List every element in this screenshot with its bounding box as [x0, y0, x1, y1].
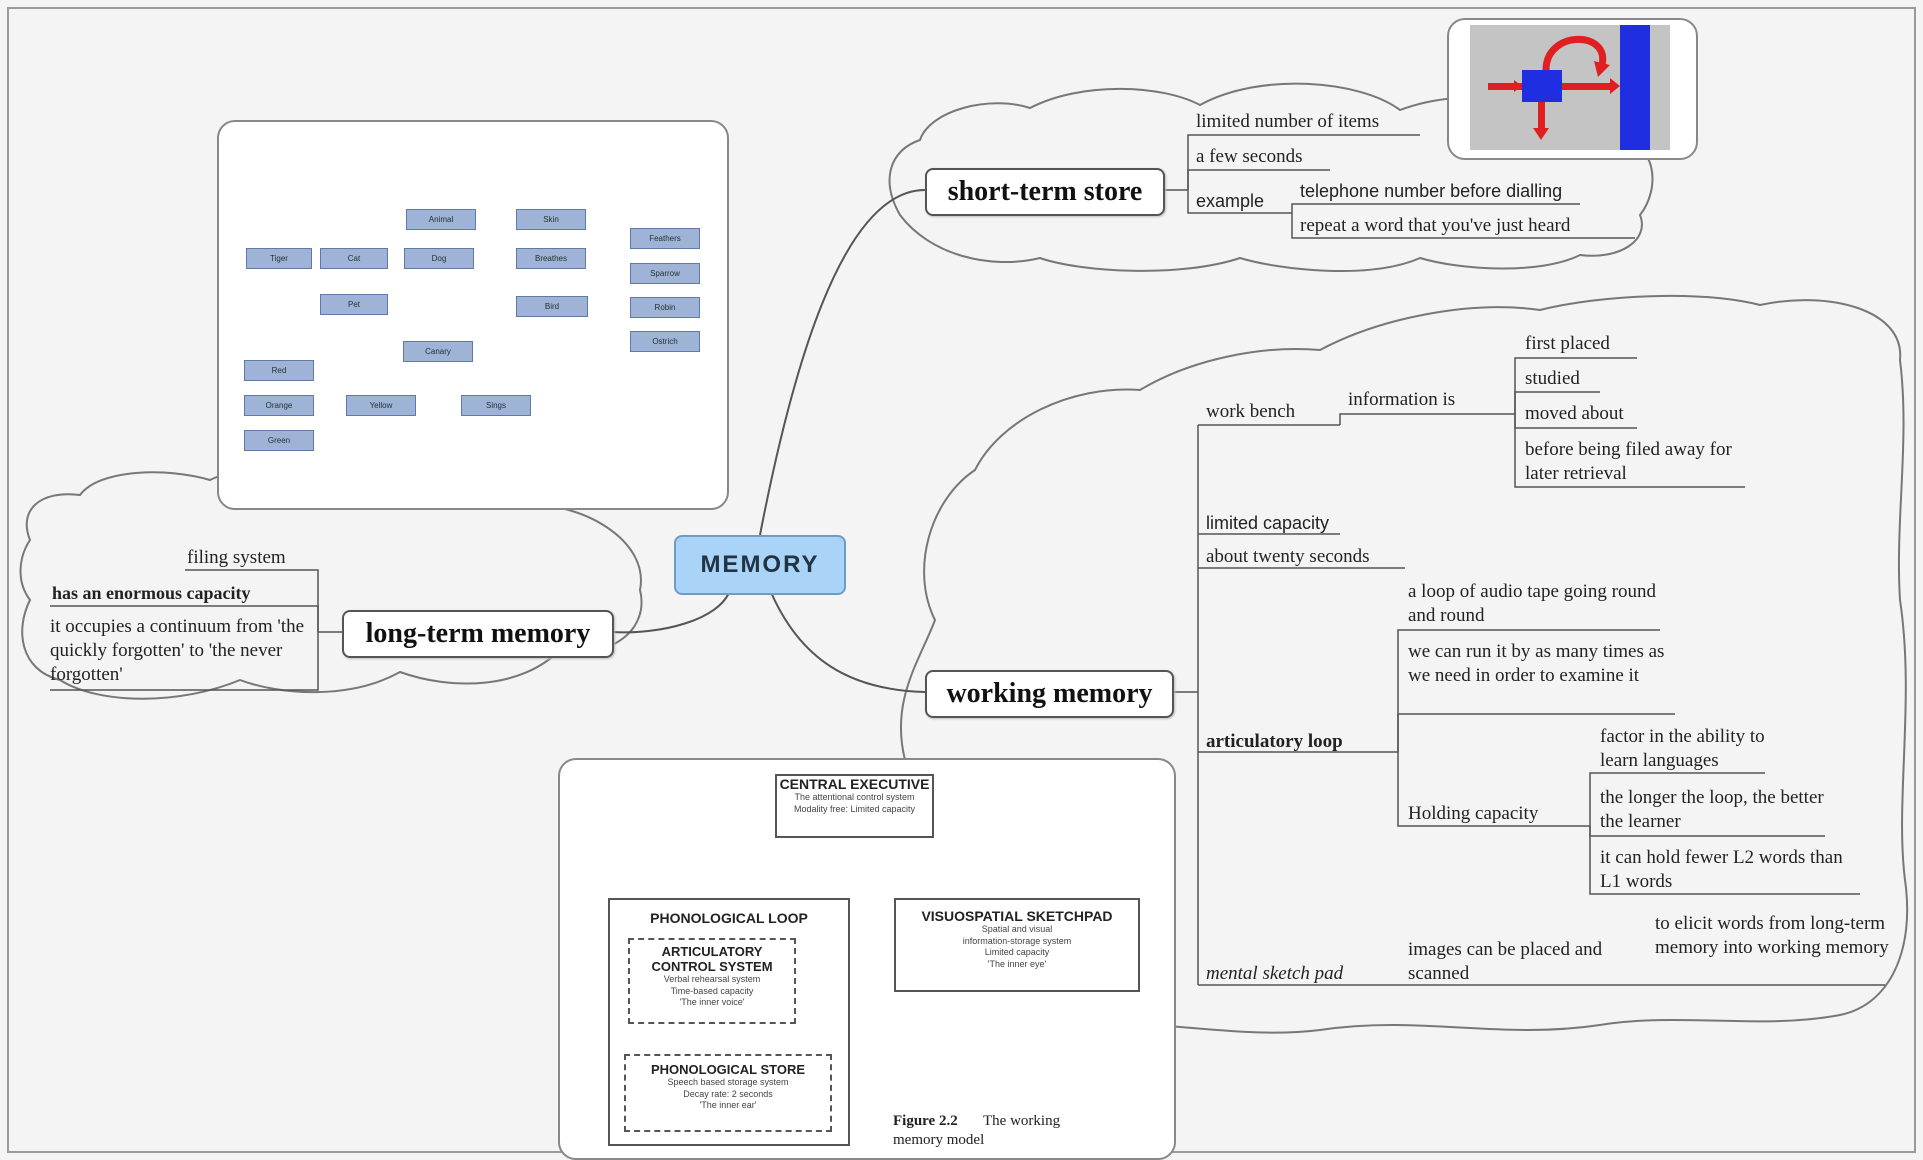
net-node-skin: Skin: [516, 209, 586, 230]
central-executive-desc-2: Modality free: Limited capacity: [793, 803, 916, 814]
visuospatial-title: VISUOSPATIAL SKETCHPAD: [921, 908, 1113, 924]
stm-example-telephone[interactable]: telephone number before dialling: [1300, 181, 1563, 201]
wm-model-phonological-store: PHONOLOGICAL STORE Speech based storage …: [624, 1054, 832, 1132]
wm-twenty-seconds[interactable]: about twenty seconds: [1206, 546, 1370, 567]
net-node-bird: Bird: [516, 296, 588, 317]
ltm-enormous-capacity[interactable]: has an enormous capacity: [52, 583, 251, 603]
stm-limited-items[interactable]: limited number of items: [1196, 111, 1380, 132]
wm-audio-tape-loop[interactable]: a loop of audio tape going round and rou…: [1408, 581, 1657, 626]
working-memory-cloud: [900, 294, 1909, 1034]
wm-fewer-l2-words[interactable]: it can hold fewer L2 words than L1 words: [1600, 847, 1843, 892]
working-memory-branches: [1172, 357, 1885, 986]
phonological-store-title: PHONOLOGICAL STORE: [650, 1062, 806, 1077]
net-node-canary: Canary: [403, 341, 473, 362]
wm-moved-about[interactable]: moved about: [1525, 403, 1624, 424]
net-node-breathes: Breathes: [516, 248, 586, 269]
wm-studied[interactable]: studied: [1525, 368, 1580, 389]
wm-limited-capacity[interactable]: limited capacity: [1206, 513, 1330, 533]
wm-mental-sketch-pad[interactable]: mental sketch pad: [1206, 963, 1344, 984]
wm-model-caption-number: Figure 2.2: [893, 1113, 958, 1129]
stm-few-seconds[interactable]: a few seconds: [1196, 146, 1303, 167]
wm-images-placed[interactable]: images can be placed and scanned: [1408, 939, 1603, 984]
connector-memory-working: [769, 589, 926, 693]
wm-model-central-executive: CENTRAL EXECUTIVE The attentional contro…: [775, 774, 934, 838]
wm-model-articulatory-control: ARTICULATORY CONTROL SYSTEM Verbal rehea…: [628, 938, 796, 1024]
net-node-green: Green: [244, 430, 314, 451]
net-node-orange: Orange: [244, 395, 314, 416]
wm-holding-capacity[interactable]: Holding capacity: [1408, 803, 1539, 824]
articulatory-control-desc-1: Verbal rehearsal system: [663, 974, 761, 984]
net-node-animal: Animal: [406, 209, 476, 230]
wm-learn-languages[interactable]: factor in the ability to learn languages: [1600, 726, 1765, 771]
wm-first-placed[interactable]: first placed: [1525, 333, 1610, 354]
ltm-filing-system[interactable]: filing system: [187, 547, 286, 568]
phonological-store-desc-1: Speech based storage system: [667, 1077, 789, 1087]
working-memory-node[interactable]: working memory: [925, 670, 1174, 718]
net-node-robin: Robin: [630, 297, 700, 318]
phonological-store-desc-2: Decay rate: 2 seconds: [683, 1088, 773, 1099]
stm-example-repeat[interactable]: repeat a word that you've just heard: [1300, 215, 1571, 236]
visuospatial-desc-4: 'The inner eye': [987, 959, 1047, 970]
long-term-memory-node[interactable]: long-term memory: [342, 610, 614, 658]
articulatory-control-desc-3: 'The inner voice': [679, 997, 745, 1008]
central-executive-title: CENTRAL EXECUTIVE: [779, 776, 930, 792]
net-node-red: Red: [244, 360, 314, 381]
visuospatial-desc-1: Spatial and visual: [981, 924, 1053, 934]
connector-memory-short-term: [759, 189, 926, 536]
memory-central-node[interactable]: MEMORY: [674, 535, 846, 595]
phonological-loop-title: PHONOLOGICAL LOOP: [650, 910, 808, 926]
articulatory-control-desc-2: Time-based capacity: [670, 985, 754, 996]
stm-example[interactable]: example: [1196, 191, 1265, 211]
net-node-dog: Dog: [404, 248, 474, 269]
long-term-branches: [50, 569, 342, 691]
connector-memory-long-term: [611, 589, 731, 634]
visuospatial-desc-2: information-storage system: [962, 935, 1072, 946]
ltm-continuum[interactable]: it occupies a continuum from 'the quickl…: [50, 616, 305, 685]
phonological-store-desc-3: 'The inner ear': [699, 1100, 757, 1111]
short-term-branches: [1163, 134, 1635, 239]
wm-work-bench[interactable]: work bench: [1206, 401, 1296, 422]
wm-information-is[interactable]: information is: [1348, 389, 1456, 410]
net-node-feathers: Feathers: [630, 228, 700, 249]
loop-diagram-icon: [1470, 25, 1670, 150]
wm-articulatory-loop[interactable]: articulatory loop: [1206, 731, 1343, 752]
articulatory-control-title: ARTICULATORY CONTROL SYSTEM: [651, 944, 773, 974]
wm-elicit-words[interactable]: to elicit words from long-term memory in…: [1655, 913, 1889, 958]
central-executive-desc-1: The attentional control system: [794, 792, 915, 802]
short-term-store-node[interactable]: short-term store: [925, 168, 1165, 216]
wm-model-visuospatial-sketchpad: VISUOSPATIAL SKETCHPAD Spatial and visua…: [894, 898, 1140, 992]
net-node-tiger: Tiger: [246, 248, 312, 269]
net-node-sparrow: Sparrow: [630, 263, 700, 284]
net-node-yellow: Yellow: [346, 395, 416, 416]
wm-before-filed[interactable]: before being filed away for later retrie…: [1525, 439, 1732, 484]
net-node-ostrich: Ostrich: [630, 331, 700, 352]
net-node-cat: Cat: [320, 248, 388, 269]
net-node-sings: Sings: [461, 395, 531, 416]
wm-model-caption-text: The working memory model: [893, 1113, 1061, 1148]
net-node-pet: Pet: [320, 294, 388, 315]
wm-run-it-by[interactable]: we can run it by as many times as we nee…: [1408, 641, 1665, 686]
wm-longer-loop[interactable]: the longer the loop, the better the lear…: [1600, 787, 1824, 832]
visuospatial-desc-3: Limited capacity: [984, 947, 1050, 958]
